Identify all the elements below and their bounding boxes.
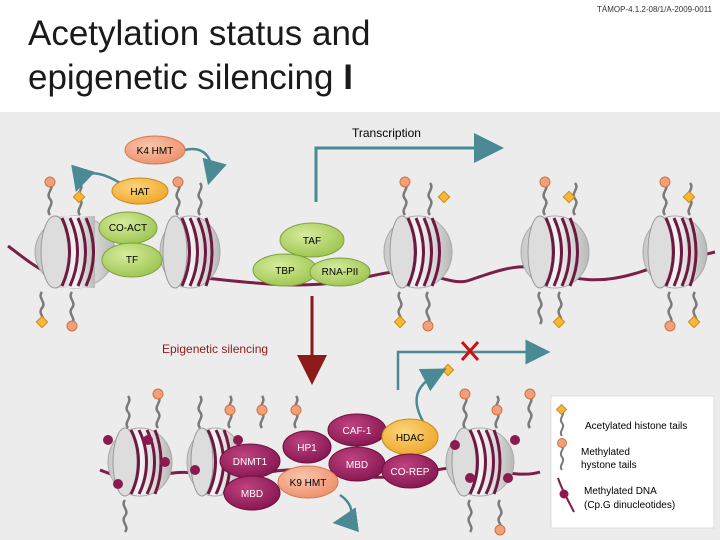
tf-complex: TF xyxy=(101,242,163,278)
taf-complex: TAF xyxy=(279,222,345,258)
methyl-tail-marks-upper xyxy=(44,176,676,332)
legend-methylated-dna-symbol xyxy=(557,477,575,513)
mbd-center-label: MBD xyxy=(346,460,368,471)
acetyl-marks-upper xyxy=(35,190,701,329)
methylated-dna-marks xyxy=(103,435,520,489)
coact-label: CO-ACT xyxy=(109,223,147,234)
caf1-complex: CAF-1 xyxy=(327,413,387,447)
k9hmt-arrow xyxy=(332,493,360,533)
transcription-arrow xyxy=(314,133,504,202)
taf-label: TAF xyxy=(303,236,321,247)
nucleosome-upper-5 xyxy=(642,215,708,289)
caf1-label: CAF-1 xyxy=(343,426,372,437)
nucleosome-upper-4 xyxy=(520,215,590,289)
legend-dna-line1: Methylated DNA xyxy=(584,486,657,497)
page-title: Acetylation status and epigenetic silenc… xyxy=(28,12,370,100)
tf-label: TF xyxy=(126,255,138,266)
hp1-complex: HP1 xyxy=(282,430,332,464)
nucleosome-lower-1 xyxy=(107,427,173,497)
dnmt1-complex: DNMT1 xyxy=(219,443,281,479)
project-reference: TÁMOP-4.1.2-08/1/A-2009-0011 xyxy=(596,5,712,14)
legend-acetylated-label: Acetylated histone tails xyxy=(585,421,687,432)
mbd-center-complex: MBD xyxy=(328,446,386,482)
tbp-complex: TBP xyxy=(252,253,318,287)
mbd-left-label: MBD xyxy=(241,489,263,500)
acetyl-mark-lower xyxy=(441,363,455,377)
k9hmt-label: K9 HMT xyxy=(290,478,327,489)
nucleosome-lower-3 xyxy=(445,427,515,497)
mbd-left-complex: MBD xyxy=(223,475,281,511)
tbp-label: TBP xyxy=(275,266,295,277)
k4hmt-arrow xyxy=(184,147,227,186)
corep-label: CO-REP xyxy=(391,467,430,478)
legend-dna-line2: (Cp.G dinucleotides) xyxy=(584,500,675,511)
corep-complex: CO-REP xyxy=(381,453,439,489)
title-line-2: epigenetic silencing xyxy=(28,58,334,97)
title-numeral: I xyxy=(343,58,353,97)
hat-complex: HAT xyxy=(111,177,169,205)
nucleosome-upper-1 xyxy=(34,215,116,289)
title-line-1: Acetylation status and xyxy=(28,14,371,53)
legend-methylated-tail-symbol xyxy=(557,438,567,471)
hdac-label: HDAC xyxy=(396,433,424,444)
rnapii-label: RNA-PII xyxy=(322,267,359,278)
hdac-arrow xyxy=(415,368,447,426)
methyl-tail-marks-lower xyxy=(152,388,536,536)
silencing-label: Epigenetic silencing xyxy=(162,342,268,356)
k4hmt-label: K4 HMT xyxy=(137,146,174,157)
legend-methylated-line2: hystone tails xyxy=(581,460,637,471)
coact-complex: CO-ACT xyxy=(98,211,158,245)
legend-acetylated-symbol xyxy=(555,403,568,437)
hdac-complex: HDAC xyxy=(381,418,439,456)
legend-methylated-line1: Methylated xyxy=(581,447,630,458)
blocked-transcription-arrow xyxy=(396,339,551,390)
rnapii-complex: RNA-PII xyxy=(309,257,371,287)
hp1-label: HP1 xyxy=(297,443,317,454)
transcription-label: Transcription xyxy=(352,126,421,140)
hat-label: HAT xyxy=(130,187,149,198)
dnmt1-label: DNMT1 xyxy=(233,457,268,468)
blocked-x-icon xyxy=(460,341,480,361)
k4hmt-complex: K4 HMT xyxy=(124,135,186,165)
k9hmt-complex: K9 HMT xyxy=(277,465,339,499)
legend: Acetylated histone tails Methylated hyst… xyxy=(550,395,715,529)
hat-arrow xyxy=(71,164,121,193)
nucleosome-upper-3 xyxy=(383,215,453,289)
nucleosome-upper-2 xyxy=(159,215,221,289)
